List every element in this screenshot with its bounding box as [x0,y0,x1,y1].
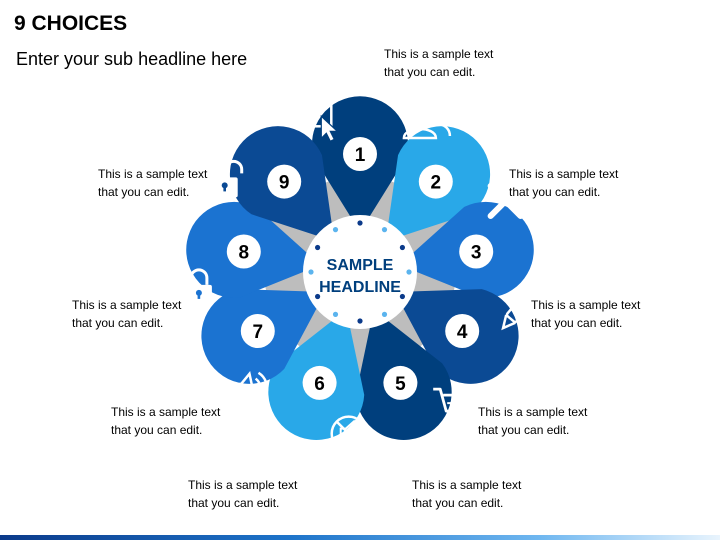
caption-line: This is a sample text [509,167,619,181]
caption-line: that you can edit. [412,496,504,510]
caption-choice-2: This is a sample text that you can edit. [509,165,674,201]
center-dot [406,269,412,275]
choice-number: 6 [314,374,325,395]
caption-line: that you can edit. [72,316,164,330]
number-badge [383,365,418,400]
center-dot [315,293,321,300]
caption-line: This is a sample text [188,478,298,492]
choice-petal-7: 7 [201,289,326,404]
center-dot [399,293,405,300]
choice-number: 9 [279,173,290,194]
choice-number: 4 [457,322,468,343]
envelope-cursor-icon [296,103,339,143]
caption-choice-8: This is a sample text that you can edit. [72,296,237,332]
caption-line: that you can edit. [98,185,190,199]
page-subtitle: Enter your sub headline here [16,49,248,69]
caption-choice-5: This is a sample text that you can edit. [412,476,577,512]
choice-number: 8 [239,243,250,264]
caption-line: that you can edit. [478,423,570,437]
choice-number: 2 [431,173,442,194]
choice-number: 7 [253,322,264,343]
unlock-icon [211,159,244,198]
center-circle [303,215,417,329]
choice-number: 5 [395,374,406,395]
caption-line: that you can edit. [509,185,601,199]
caption-choice-4: This is a sample text that you can edit. [478,403,643,439]
number-badge [418,164,453,199]
choice-petal-9: 9 [211,126,335,242]
caption-line: This is a sample text [98,167,208,181]
center-dot [332,311,339,317]
choice-petal-8: 8 [185,201,321,305]
number-badge [445,314,480,348]
center-dot [357,220,363,226]
center-text-line1: SAMPLE [327,257,394,274]
no-sound-icon [330,415,367,452]
number-badge [302,365,337,400]
choice-petal-3: 3 [399,183,534,298]
caption-choice-9: This is a sample text that you can edit. [98,165,263,201]
center-dot [315,244,321,251]
number-badge [240,314,275,348]
center-text-line2: HEADLINE [319,279,401,296]
caption-choice-3: This is a sample text that you can edit. [531,296,696,332]
caption-line: This is a sample text [412,478,522,492]
choice-petal-5: 5 [355,309,478,440]
choice-number: 3 [471,243,482,264]
caption-choice-7: This is a sample text that you can edit. [111,403,276,439]
caption-line: This is a sample text [384,47,494,61]
caption-line: that you can edit. [111,423,203,437]
center-dot [399,244,405,251]
number-badge [226,234,261,269]
caption-choice-1: This is a sample text that you can edit. [384,45,549,81]
caption-line: This is a sample text [531,298,641,312]
number-badge [267,164,302,199]
caption-line: that you can edit. [531,316,623,330]
caption-line: that you can edit. [384,65,476,79]
center-dot [381,311,388,317]
caption-line: that you can edit. [188,496,280,510]
center-dot [332,227,339,233]
choice-petal-1: 1 [296,96,408,232]
caption-line: This is a sample text [478,405,588,419]
caption-line: This is a sample text [111,405,221,419]
pencil-icon [501,291,536,331]
choice-petal-4: 4 [394,289,536,384]
center-dot [308,269,314,275]
choice-petal-6: 6 [268,309,367,452]
bottom-accent-bar [0,535,720,540]
speaker-icon [233,370,269,404]
center-dot [357,318,363,324]
page-title: 9 CHOICES [14,12,128,35]
choice-number: 1 [355,145,366,166]
center-dots [308,220,412,324]
center-dot [381,227,388,233]
caption-line: This is a sample text [72,298,182,312]
petal-ring: 1 2 3 4 5 6 7 8 9 [185,96,536,452]
lock-icon [185,268,212,305]
number-badge [459,234,494,269]
number-badge [343,137,377,171]
shopping-cart-icon [433,387,478,422]
users-icon [402,103,452,140]
caption-choice-6: This is a sample text that you can edit. [188,476,353,512]
close-icon [487,183,524,219]
